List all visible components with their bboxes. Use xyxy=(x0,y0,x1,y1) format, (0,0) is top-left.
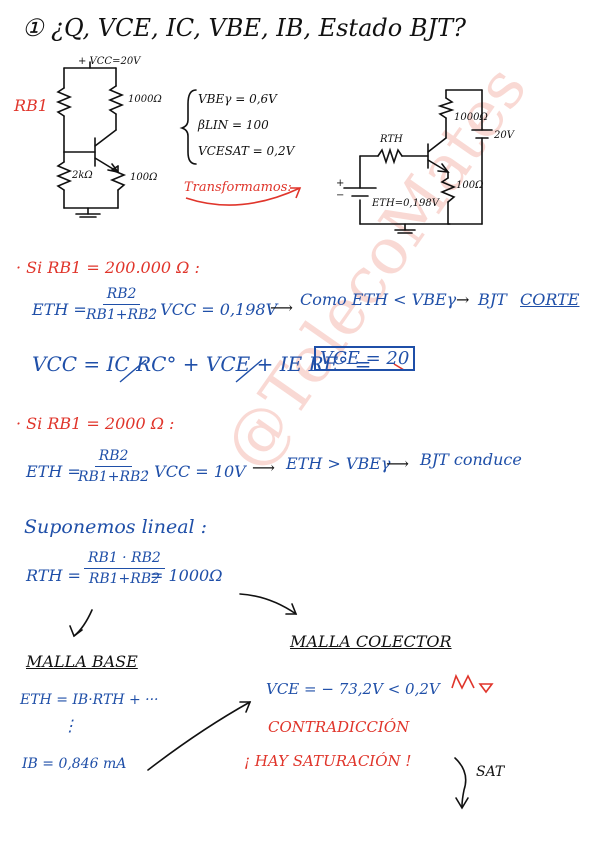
page-title: ① ¿Q, VCE, IC, VBE, IB, Estado BJT? xyxy=(22,14,466,42)
rth-label: RTH xyxy=(380,134,403,145)
case1-compare: Como ETH < VBEγ xyxy=(300,290,457,309)
hay-saturacion-text: ¡ HAY SATURACIÓN ! xyxy=(244,752,412,770)
param-vbe: VBEγ = 0,6V xyxy=(198,92,277,106)
param-beta: βLIN = 100 xyxy=(198,118,269,132)
suponemos-lineal: Suponemos lineal : xyxy=(24,516,208,538)
case1-frac-num: RB2 xyxy=(102,286,141,305)
case1-arrow1: ⟶ xyxy=(270,298,293,317)
case2-arrow2: ⟶ xyxy=(386,454,409,473)
case1-eth-rhs: · VCC = 0,198V xyxy=(150,300,278,319)
plus-sign: + xyxy=(336,178,345,189)
transform-label: Transformamos: xyxy=(184,180,292,195)
malla-base-ib: IB = 0,846 mA xyxy=(22,756,127,772)
case2-eth-rhs: · VCC = 10V xyxy=(144,462,246,481)
eth-label: ETH=0,198V xyxy=(372,198,439,209)
re2-label: 100Ω xyxy=(456,180,484,191)
case1-kvl-box: VCE = 20 xyxy=(314,346,416,371)
rth-frac-num: RB1 · RB2 xyxy=(84,550,165,569)
case2-compare: ETH > VBEγ xyxy=(286,454,391,473)
case1-eth-lhs: ETH = xyxy=(32,300,87,319)
rc-label: 1000Ω xyxy=(128,94,162,105)
rb2-label: 2kΩ xyxy=(72,170,93,181)
malla-colector-vce: VCE = − 73,2V < 0,2V xyxy=(266,680,440,698)
rth-fraction: RB1 · RB2 RB1+RB2 xyxy=(84,550,165,587)
case1-result-pre: BJT xyxy=(478,290,507,309)
malla-base-title: MALLA BASE xyxy=(26,652,138,671)
re-label: 100Ω xyxy=(130,172,158,183)
rth-rhs: = 1000Ω xyxy=(150,566,223,585)
malla-base-dots: ⋮ xyxy=(62,716,78,735)
sat-label: SAT xyxy=(476,764,505,780)
case1-arrow2: → xyxy=(456,290,470,309)
case2-result: BJT conduce xyxy=(420,450,522,469)
case1-fraction: RB2 RB1+RB2 xyxy=(86,286,157,323)
contradiccion-text: CONTRADICCIÓN xyxy=(268,718,410,736)
case2-eth-lhs: ETH = xyxy=(26,462,81,481)
malla-base-eq: ETH = IB·RTH + ··· xyxy=(20,692,159,708)
minus-sign: − xyxy=(336,190,345,201)
case2-fraction: RB2 RB1+RB2 xyxy=(78,448,149,485)
rc2-label: 1000Ω xyxy=(454,112,488,123)
case1-result: CORTE xyxy=(520,290,580,309)
v20-label: 20V xyxy=(494,130,514,141)
case2-arrow1: ⟶ xyxy=(252,458,275,477)
case1-heading: · Si RB1 = 200.000 Ω : xyxy=(16,258,200,277)
rth-lhs: RTH = xyxy=(26,566,81,585)
rb1-label: RB1 xyxy=(14,96,48,115)
param-vcesat: VCESAT = 0,2V xyxy=(198,144,295,158)
rth-frac-den: RB1+RB2 xyxy=(88,571,161,587)
vcc-label: + VCC=20V xyxy=(78,56,141,67)
case1-frac-den: RB1+RB2 xyxy=(86,307,158,323)
case2-frac-num: RB2 xyxy=(94,448,133,467)
case2-heading: · Si RB1 = 2000 Ω : xyxy=(16,414,175,433)
malla-colector-title: MALLA COLECTOR xyxy=(290,632,452,651)
case2-frac-den: RB1+RB2 xyxy=(78,469,150,485)
